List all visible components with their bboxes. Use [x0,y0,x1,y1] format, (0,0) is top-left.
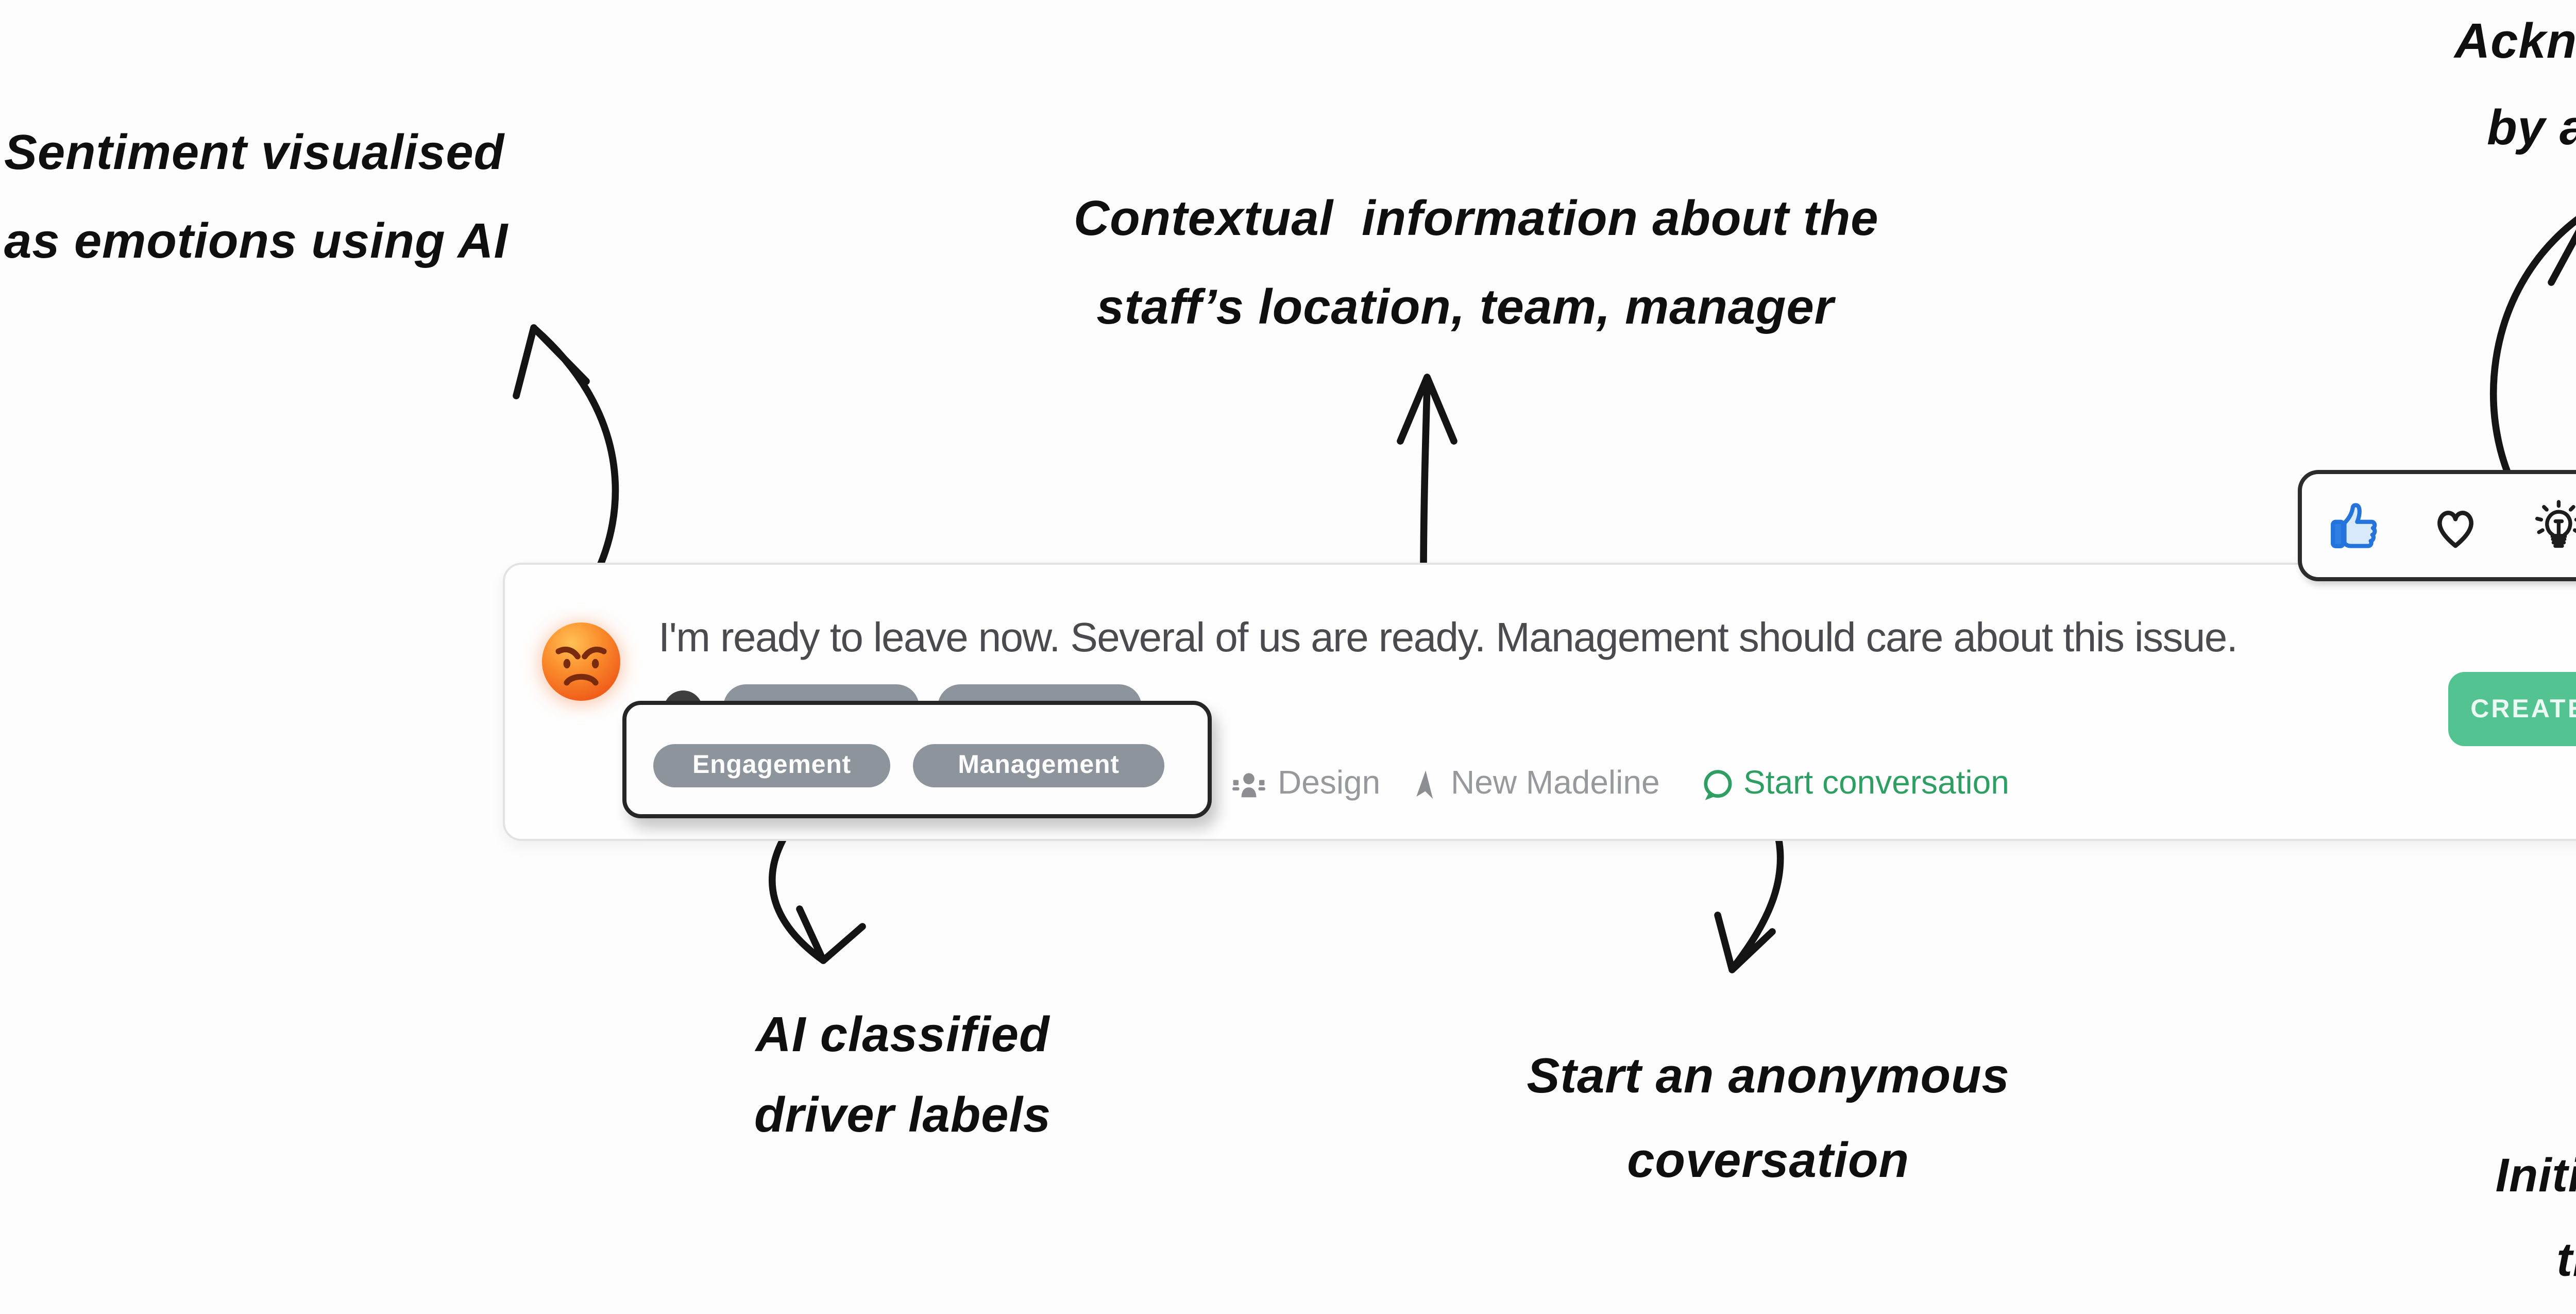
feedback-card: I'm ready to leave now. Several of us ar… [503,563,2576,841]
lightbulb-reaction-button[interactable] [2529,496,2576,555]
acknowledge-arrow [2489,216,2576,514]
lightbulb-icon [2535,499,2576,547]
initiate-note-line1: Initiate Action or Identify [2495,1148,2576,1202]
sentiment-note-line2: as emotions using AI [4,214,508,270]
context-manager: New Madeline [1410,767,1660,804]
start-conversation-label[interactable]: Start conversation [1743,767,2009,802]
acknowledge-note-line2: by adding reactions [2486,101,2576,157]
sentiment-note-line1: Sentiment visualised [4,126,504,181]
thumbs-up-reaction-button[interactable] [2323,496,2382,555]
heart-reaction-button[interactable] [2426,496,2485,555]
contextual-note-line2: staff’s location, team, manager [1096,280,1834,336]
context-conversation[interactable]: Start conversation [1700,767,2009,804]
anonymous-note-line1: Start an anonymous [1527,1049,2010,1105]
reaction-bar [2298,470,2576,581]
heart-icon [2437,510,2473,547]
team-label: Design [1278,767,1381,802]
driver-pill-management: Management [913,743,1164,787]
driver-labels-note-line1: AI classified [755,1008,1050,1064]
chat-bubble-icon [1704,770,1732,800]
thumbs-up-icon [2331,502,2377,547]
create-action-button[interactable]: CREATE ACTION [2448,672,2576,745]
contextual-note-line1: Contextual information about the [1074,192,1879,247]
initiate-note-line2: the status of action [2556,1233,2576,1286]
driver-pill-engagement: Engagement [653,743,890,787]
manager-label: New Madeline [1451,767,1660,802]
context-team: Design [1230,767,1380,804]
anonymous-arrow [1714,819,1784,973]
driver-labels-popup: Engagement Management [621,700,1211,817]
feedback-text: I'm ready to leave now. Several of us ar… [658,615,2238,661]
driver-labels-note-line2: driver labels [754,1088,1051,1144]
acknowledge-note-line1: Acknowledge feedback [2454,14,2576,70]
anonymous-note-line2: coversation [1627,1134,1909,1189]
angry-emoji-icon [542,622,620,701]
team-people-icon [1232,772,1265,797]
location-arrow-icon [1416,770,1433,799]
